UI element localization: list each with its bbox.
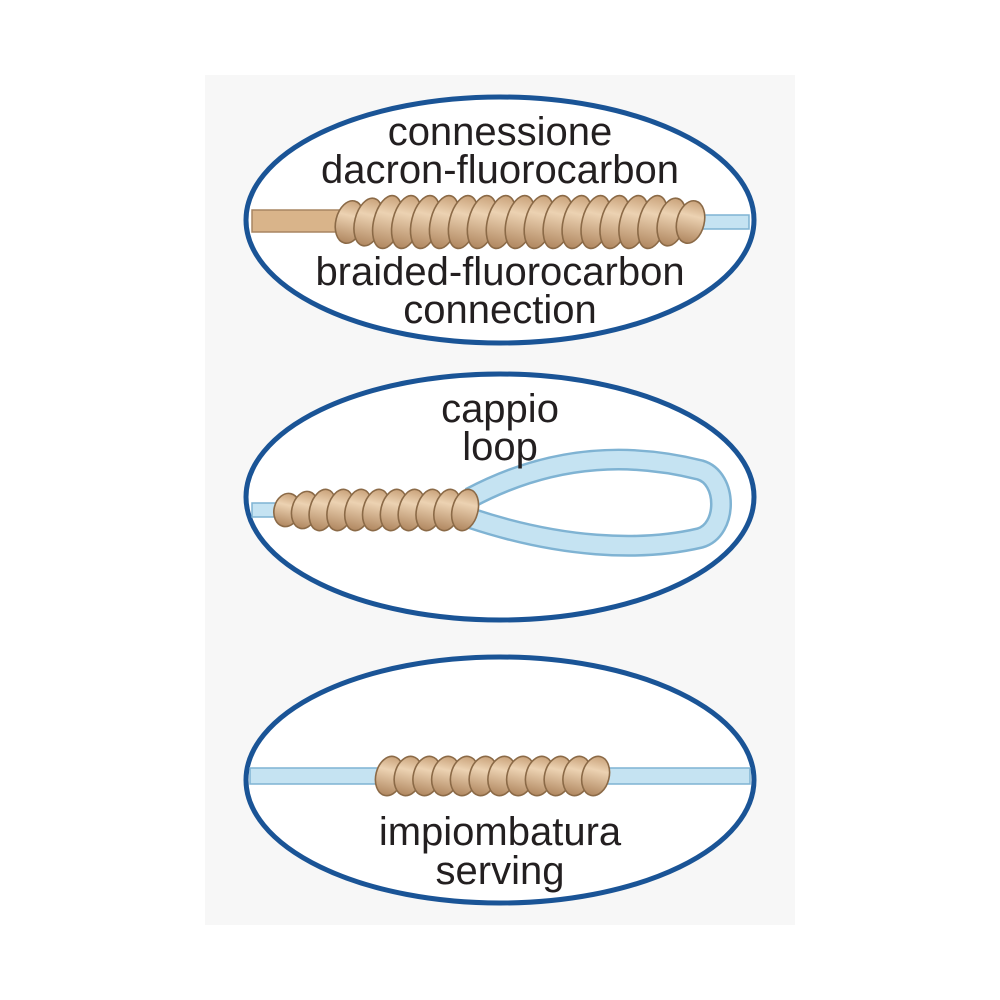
- label-serving: serving: [436, 849, 565, 893]
- label-dacron-fluorocarbon: dacron-fluorocarbon: [321, 148, 679, 192]
- braid-wrap-icon: [334, 194, 706, 250]
- label-cappio: cappio: [441, 387, 559, 431]
- braid-wrap-icon: [273, 488, 480, 532]
- label-connection: connection: [403, 288, 596, 332]
- coil-turn: [675, 199, 706, 245]
- label-connessione: connessione: [388, 110, 613, 154]
- braid-wrap-icon: [374, 755, 611, 797]
- loop-ellipse: [243, 371, 757, 623]
- label-loop: loop: [462, 425, 538, 469]
- label-impiombatura: impiombatura: [379, 810, 622, 854]
- coil-turn: [450, 488, 480, 532]
- label-braided-fluorocarbon: braided-fluorocarbon: [315, 250, 684, 294]
- serving-diagram: impiombatura serving: [243, 654, 757, 906]
- loop-diagram: cappio loop: [243, 371, 757, 623]
- fluorocarbon-loop-icon: [464, 448, 732, 557]
- coil-turn: [580, 755, 611, 797]
- connection-diagram: connessione dacron-fluorocarbon braided-…: [243, 94, 757, 346]
